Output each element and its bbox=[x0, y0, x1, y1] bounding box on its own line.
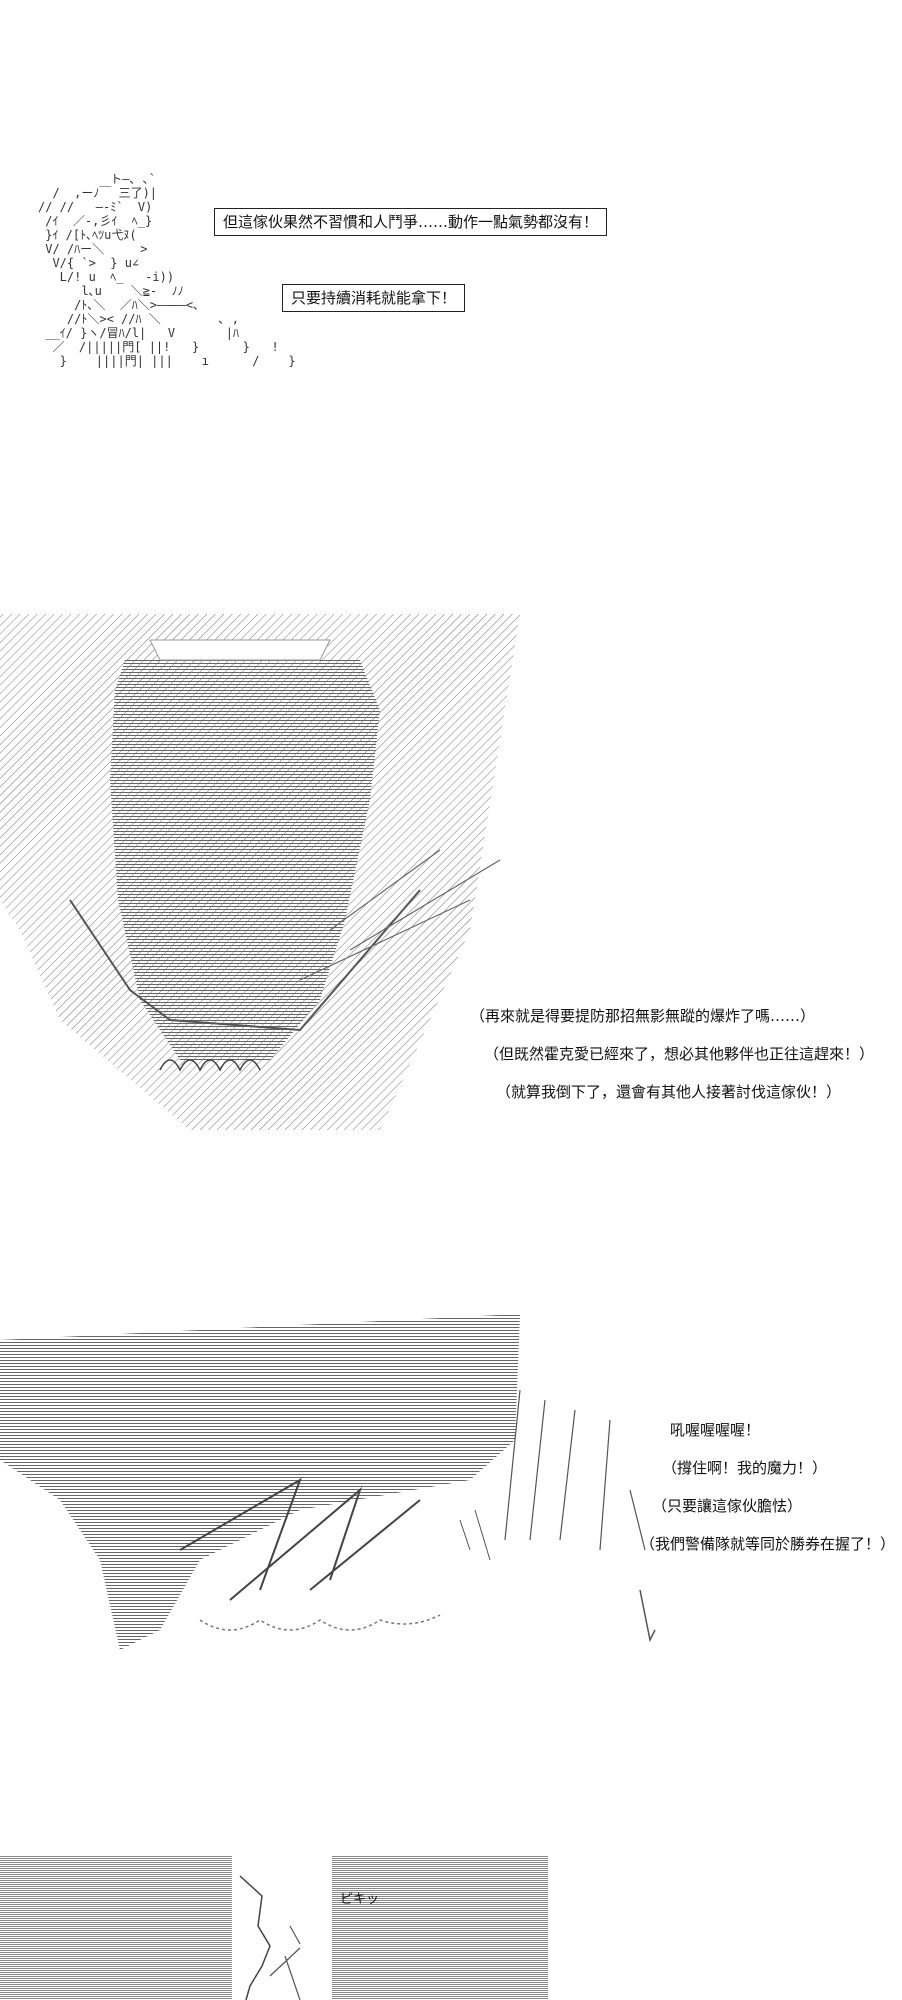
character-ascii-art: ト―､ ､` / ,ーﾉ￣ 三了)| // // ―‐ﾐ` V) /ｲ ／-,彡… bbox=[38, 172, 296, 368]
thought-line-1: （撐住啊！我的魔力！） bbox=[662, 1459, 828, 1477]
panel-4: ピキッ bbox=[0, 1856, 902, 2000]
thought-line-2: （但既然霍克愛已經來了，想必其他夥伴也正往這趕來！） bbox=[484, 1045, 875, 1063]
shout-line: 吼喔喔喔喔！ bbox=[670, 1421, 761, 1439]
thought-line-3: （我們警備隊就等同於勝券在握了！） bbox=[640, 1535, 896, 1553]
panel-3: 吼喔喔喔喔！ （撐住啊！我的魔力！） （只要讓這傢伙膽怯） （我們警備隊就等同於… bbox=[0, 1300, 902, 1700]
sfx-text: ピキッ bbox=[340, 1892, 380, 1907]
panel-1: ト―､ ､` / ,ーﾉ￣ 三了)| // // ―‐ﾐ` V) /ｲ ／-,彡… bbox=[0, 0, 902, 520]
hatched-scene-art bbox=[0, 614, 520, 1130]
thought-line-1: （再來就是得要提防那招無影無蹤的爆炸了嗎……） bbox=[470, 1007, 816, 1025]
figure-lines-art bbox=[232, 1856, 332, 2000]
thought-line-3: （就算我倒下了，還會有其他人接著討伐這傢伙！） bbox=[496, 1083, 842, 1101]
panel-2: （再來就是得要提防那招無影無蹤的爆炸了嗎……） （但既然霍克愛已經來了，想必其他… bbox=[0, 600, 902, 1140]
speech-box-1: 但這傢伙果然不習慣和人鬥爭……動作一點氣勢都沒有！ bbox=[214, 208, 608, 236]
hatched-action-art bbox=[0, 1314, 656, 1650]
speech-box-2: 只要持續消耗就能拿下！ bbox=[282, 284, 466, 312]
thought-line-2: （只要讓這傢伙膽怯） bbox=[652, 1497, 803, 1515]
